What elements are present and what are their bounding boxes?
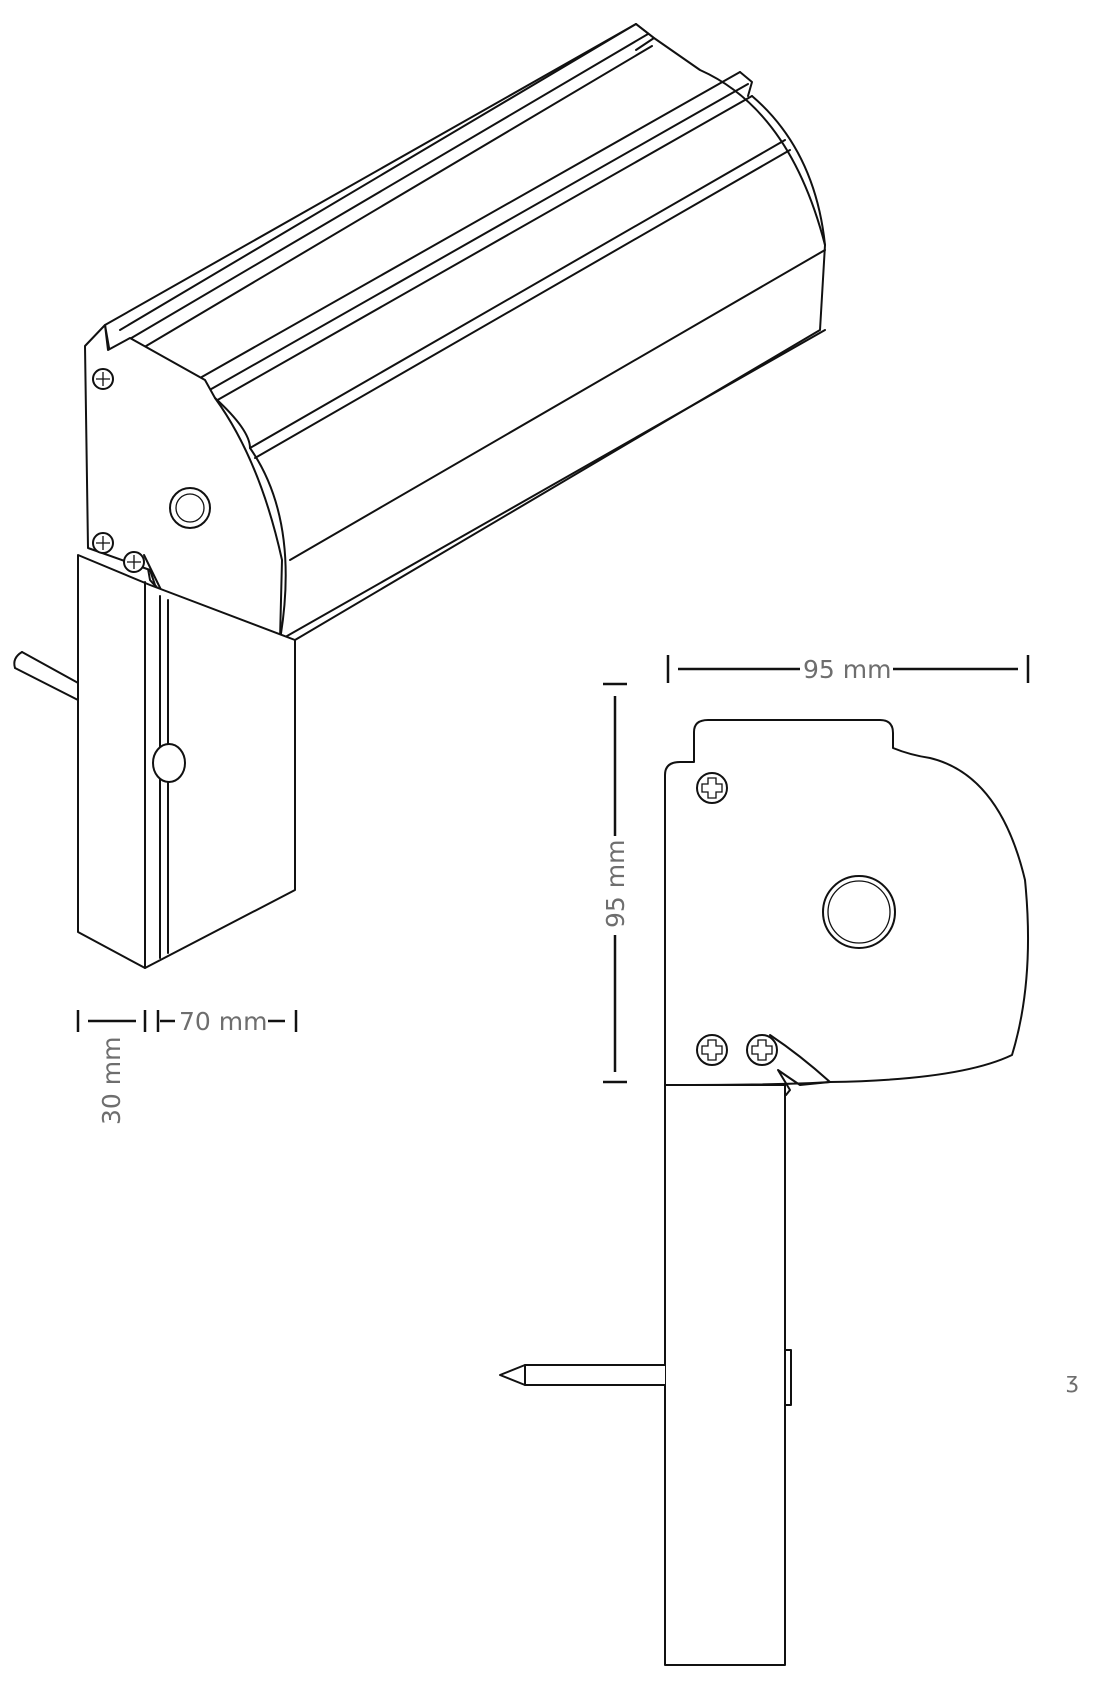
side-dimension-width: 95 mm xyxy=(666,655,1030,684)
iso-cable xyxy=(13,651,81,701)
iso-end-cap xyxy=(84,324,283,645)
screw-icon xyxy=(123,551,145,573)
iso-mounting-bracket xyxy=(77,554,296,969)
isometric-view: 30 mm 70 mm xyxy=(13,23,826,1125)
dimension-label-30mm: 30 mm xyxy=(97,1037,126,1125)
iso-dimension-70mm: 70 mm xyxy=(156,1007,298,1036)
side-view: 95 mm 95 mm xyxy=(499,655,1030,1666)
dimension-label-95mm-height: 95 mm xyxy=(601,840,630,928)
side-screw-pin xyxy=(499,1364,665,1386)
dimension-label-95mm-width: 95 mm xyxy=(803,655,891,684)
stray-mark: ʒ xyxy=(1066,1369,1079,1394)
screw-icon xyxy=(92,532,114,554)
screw-icon xyxy=(696,772,728,804)
screw-icon xyxy=(746,1034,778,1066)
dimension-label-70mm: 70 mm xyxy=(179,1007,267,1036)
iso-dimension-30mm: 30 mm xyxy=(76,1010,147,1125)
side-mounting-bracket xyxy=(664,1084,792,1666)
screw-icon xyxy=(696,1034,728,1066)
side-end-cap xyxy=(664,719,1030,1096)
side-dimension-height: 95 mm xyxy=(601,682,630,1084)
screw-icon xyxy=(92,368,114,390)
